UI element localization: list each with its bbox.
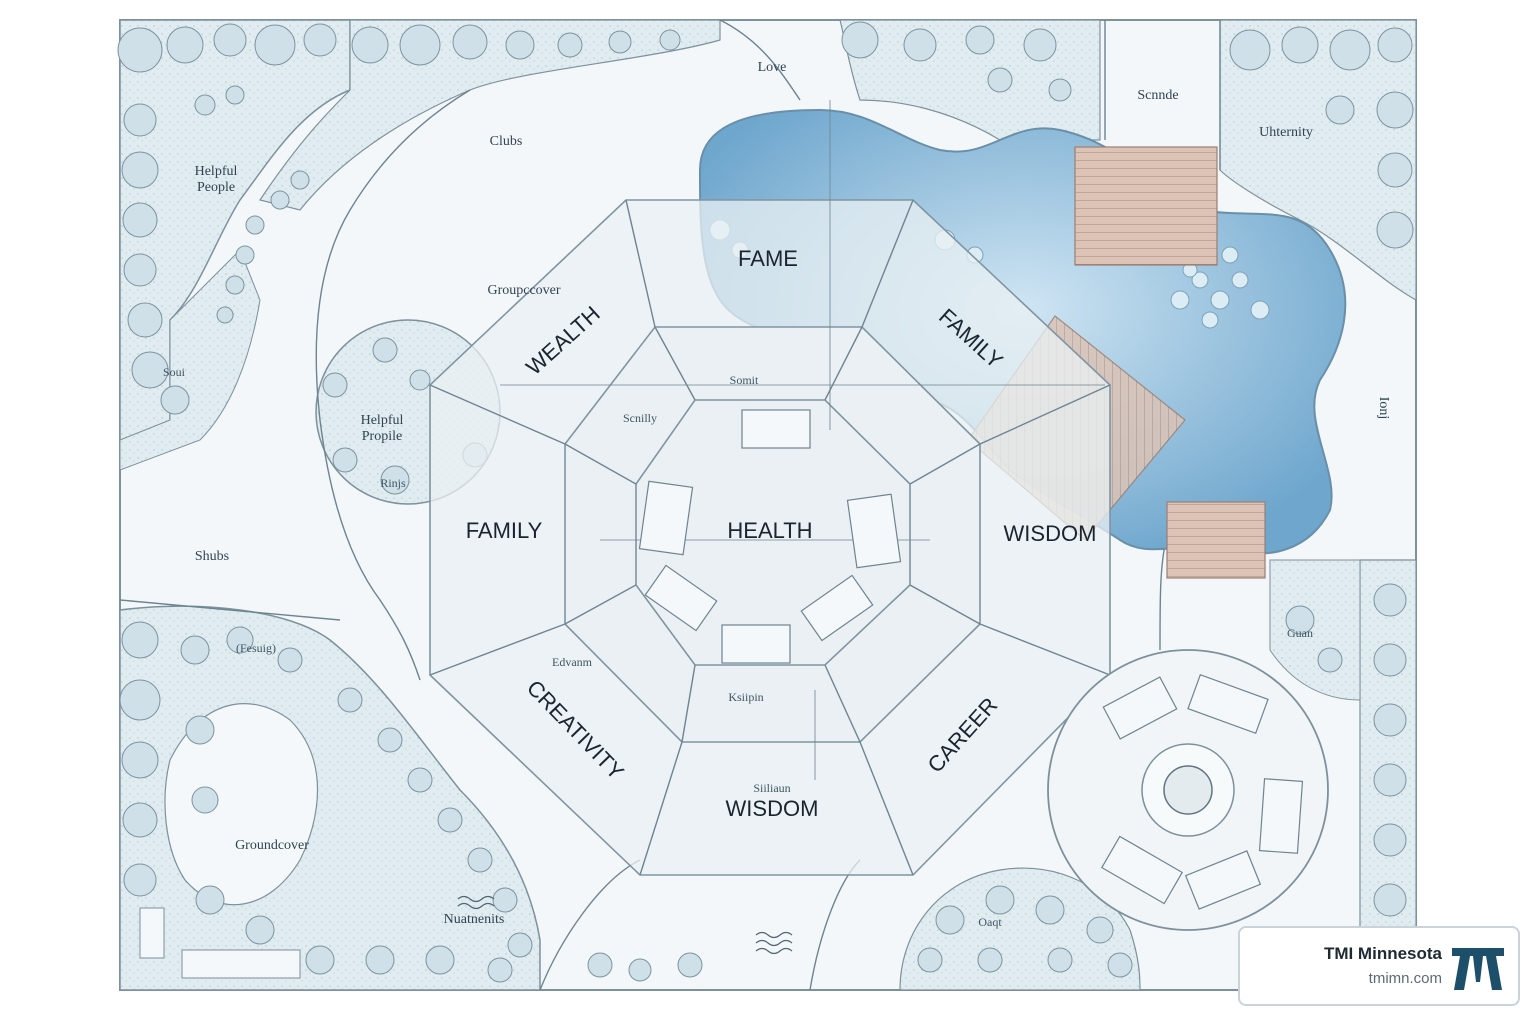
label-edvanm: Edvanm xyxy=(552,655,593,669)
zone-wisdom-bottom: WISDOM xyxy=(726,796,819,821)
octagon-spokes xyxy=(429,100,1111,876)
brand-name: TMI Minnesota xyxy=(1323,944,1442,963)
label-nuatnenits: Nuatnenits xyxy=(444,912,505,927)
bagua-octagon xyxy=(429,100,1111,876)
label-shubs: Shubs xyxy=(195,549,229,564)
label-clubs: Clubs xyxy=(490,134,523,149)
label-uhternity: Uhternity xyxy=(1259,125,1313,140)
label-guan: Guan xyxy=(1287,626,1313,640)
wave-symbol xyxy=(457,895,793,955)
label-groundcover-top: Groupccover xyxy=(487,283,560,298)
label-ionj: Ionj xyxy=(1376,397,1391,420)
planting-bed-top-strip xyxy=(259,19,721,211)
deck-lower xyxy=(1166,501,1266,579)
firepit-patio xyxy=(1047,649,1329,931)
planting-bed-top-right xyxy=(1219,19,1417,302)
planting-bed-left-middle xyxy=(119,249,261,471)
label-love: Love xyxy=(758,60,787,75)
label-siiliaun: Siiliaun xyxy=(753,781,790,795)
label-ksiipin: Ksiipin xyxy=(728,690,763,704)
planting-bed-bottom-center xyxy=(899,867,1141,991)
brand-url: tmimn.com xyxy=(1368,970,1442,987)
deck-upper xyxy=(1074,146,1218,266)
zone-family-left: FAMILY xyxy=(466,518,543,543)
zone-fame: FAME xyxy=(738,246,798,271)
benches-center xyxy=(638,409,902,664)
label-rinjs: Rinjs xyxy=(380,476,406,490)
label-fesuig: (Fesuig) xyxy=(236,641,276,655)
planting-beds xyxy=(119,19,1417,991)
zone-health: HEALTH xyxy=(727,518,812,543)
groundcover-bottom-left xyxy=(164,703,318,906)
shrub-symbols xyxy=(117,21,1414,983)
label-scnnde: Scnnde xyxy=(1137,88,1178,103)
raised-bed-small xyxy=(139,907,165,959)
label-groundcover-bottom: Groundcover xyxy=(235,838,309,853)
label-somit: Somit xyxy=(730,373,759,387)
brand-logo-icon xyxy=(1452,948,1504,990)
zone-wisdom-right: WISDOM xyxy=(1004,521,1097,546)
label-soui: Soui xyxy=(163,365,186,379)
label-scnilly: Scnilly xyxy=(623,411,657,425)
brand-badge: TMI Minnesota tmimn.com xyxy=(1238,926,1520,1006)
raised-bed-long xyxy=(181,949,301,979)
label-oaqt: Oaqt xyxy=(978,915,1002,929)
